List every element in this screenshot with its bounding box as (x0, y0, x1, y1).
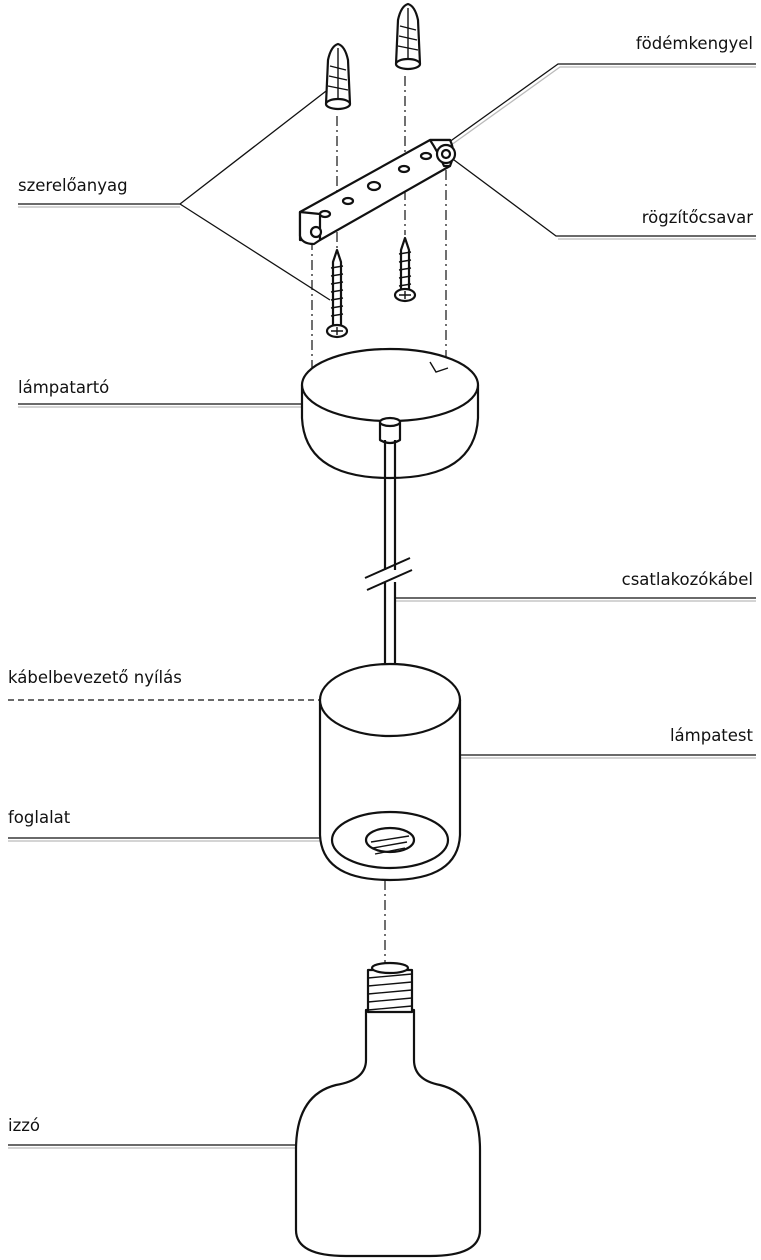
canopy (300, 347, 480, 480)
label-kabelbevezeto: kábelbevezető nyílás (8, 668, 182, 687)
leader-line-lampatarto (18, 403, 302, 408)
label-csatlakozokabel: csatlakozókábel (621, 570, 753, 589)
leader-line-izzo (8, 1144, 296, 1149)
lamp-body (318, 662, 462, 882)
wood-screw-right (393, 236, 417, 303)
label-szereloanyag: szerelőanyag (18, 176, 128, 195)
wall-plug-right (394, 2, 422, 71)
label-foglalat: foglalat (8, 808, 71, 827)
wood-screw-left (325, 248, 349, 339)
leader-line-lampatest (460, 754, 756, 759)
label-fodemkengyel: födémkengyel (635, 34, 753, 53)
connection-cable (364, 440, 413, 676)
wall-plug-left (324, 42, 352, 111)
label-izzo: izzó (8, 1116, 41, 1135)
label-lampatarto: lámpatartó (18, 378, 110, 397)
leader-line-csatlakozokabel (394, 597, 756, 602)
leader-line-fodemkengyel (437, 63, 756, 154)
ceiling-bracket (298, 138, 455, 246)
leader-line-szereloanyag (18, 87, 331, 301)
bulb (294, 961, 482, 1258)
label-rogzitocsavar: rögzítőcsavar (641, 208, 753, 227)
label-lampatest: lámpatest (669, 726, 753, 745)
leader-line-rogzitocsavar (445, 153, 756, 240)
fixing-screw (435, 143, 457, 165)
